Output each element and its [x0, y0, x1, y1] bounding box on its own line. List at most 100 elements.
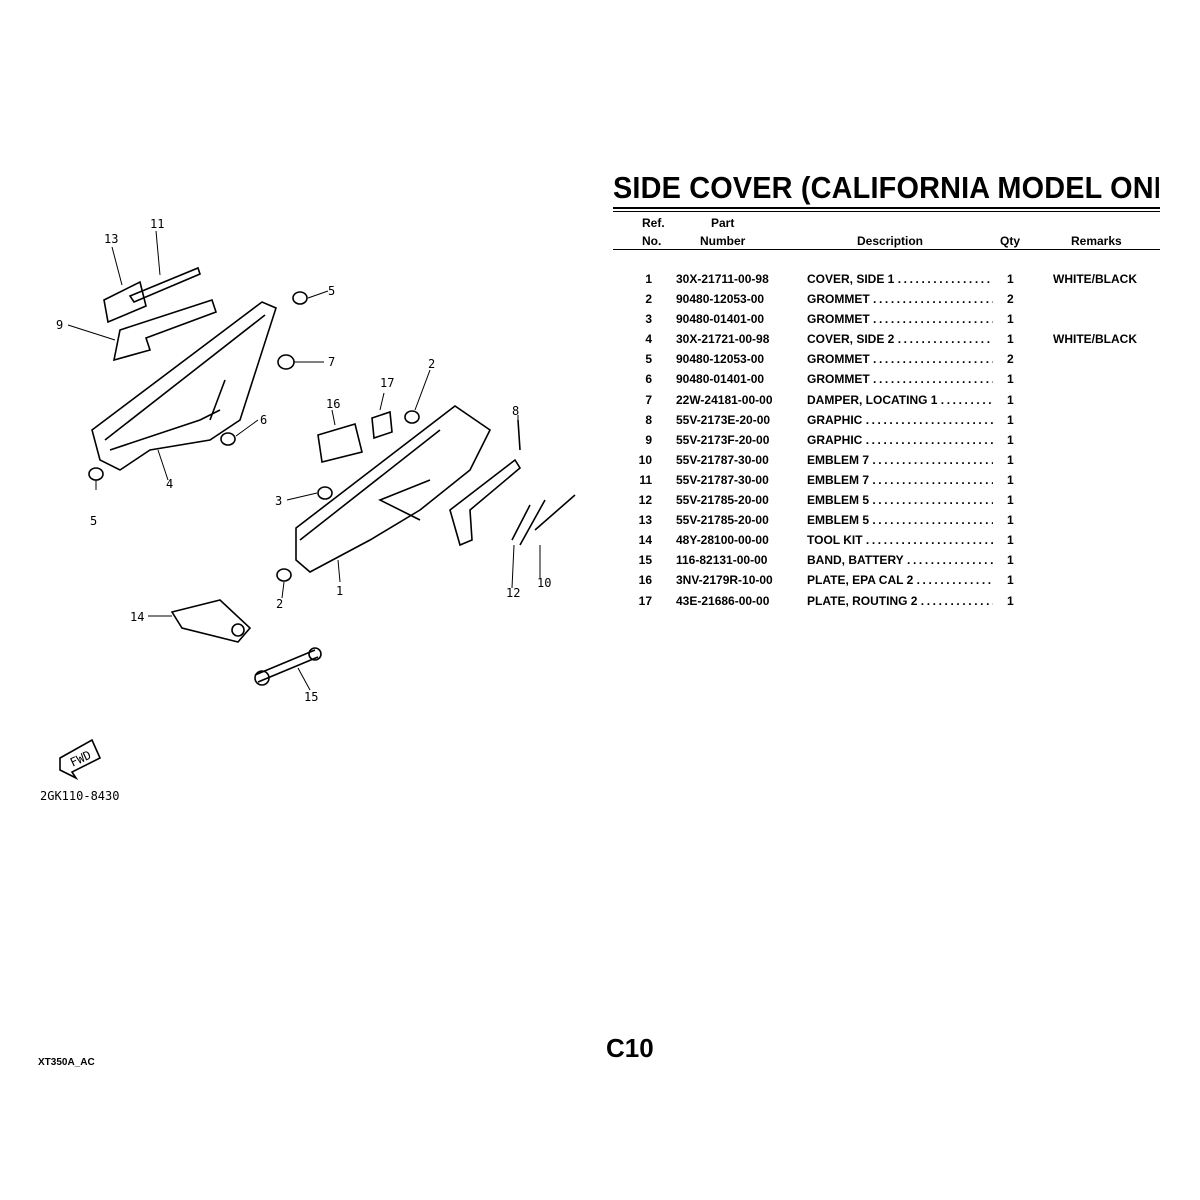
description-text: GRAPHIC — [807, 432, 863, 447]
callout-13: 13 — [104, 232, 118, 246]
quantity: 1 — [1007, 513, 1014, 528]
description-text: TOOL KIT — [807, 533, 863, 548]
quantity: 1 — [1007, 372, 1014, 387]
title-rule — [613, 211, 1160, 212]
ref-number: 4 — [645, 332, 652, 347]
callout-2: 2 — [428, 357, 435, 371]
cover-side-2-part — [91, 301, 277, 471]
part-number: 90480-12053-00 — [676, 352, 765, 367]
ref-number: 10 — [638, 452, 652, 467]
drawing-code: 2GK110-8430 — [40, 789, 119, 803]
leader-dots: ...................................... — [873, 292, 993, 307]
description-text: BAND, BATTERY — [807, 553, 904, 568]
table-row: 2 90480-12053-00 GROMMET ...............… — [630, 292, 1190, 312]
description: GROMMET ................................… — [807, 292, 993, 306]
quantity: 1 — [1007, 312, 1014, 327]
callout-9: 9 — [56, 318, 63, 332]
ref-number: 1 — [645, 272, 652, 286]
table-row: 8 55V-2173E-20-00 GRAPHIC ..............… — [630, 413, 1190, 433]
ref-number: 17 — [638, 593, 652, 608]
callout-5: 5 — [90, 514, 97, 528]
fwd-arrow-icon — [59, 738, 102, 781]
quantity: 1 — [1007, 272, 1014, 286]
ref-number: 9 — [645, 432, 652, 447]
table-row: 11 55V-21787-30-00 EMBLEM 7 ............… — [630, 473, 1190, 493]
leader-dots: ...................................... — [872, 452, 993, 467]
callout-4: 4 — [166, 477, 173, 491]
model-code: XT350A_AC — [38, 1057, 95, 1068]
part-number: 55V-2173F-20-00 — [676, 432, 770, 447]
description: GROMMET ................................… — [807, 352, 993, 366]
header-part: Part — [711, 216, 735, 230]
ref-number: 15 — [638, 553, 652, 568]
leader-dots: ...................................... — [873, 352, 993, 367]
quantity: 1 — [1007, 332, 1014, 347]
page-number: C10 — [606, 1033, 654, 1063]
quantity: 1 — [1007, 392, 1014, 407]
table-row: 9 55V-2173F-20-00 GRAPHIC ..............… — [630, 433, 1190, 453]
description: DAMPER, LOCATING 1 .....................… — [807, 393, 993, 407]
callout-10: 10 — [537, 576, 551, 590]
quantity: 1 — [1007, 412, 1014, 427]
leader-dots: ...................................... — [940, 392, 993, 407]
part-number: 90480-01401-00 — [676, 312, 765, 327]
part-number: 90480-12053-00 — [676, 292, 765, 307]
table-row: 7 22W-24181-00-00 DAMPER, LOCATING 1 ...… — [630, 393, 1190, 413]
description: COVER, SIDE 2 ..........................… — [807, 332, 993, 346]
description: EMBLEM 7 ...............................… — [807, 473, 993, 487]
description-text: COVER, SIDE 1 — [807, 272, 895, 286]
callout-16: 16 — [326, 397, 340, 411]
quantity: 1 — [1007, 573, 1014, 588]
callout-12: 12 — [506, 586, 520, 600]
emblem-350-part — [511, 494, 576, 546]
callout-6: 6 — [260, 413, 267, 427]
description-text: GROMMET — [807, 292, 870, 307]
part-number: 22W-24181-00-00 — [676, 392, 773, 407]
leader-dots: ...................................... — [873, 312, 993, 327]
ref-number: 12 — [638, 493, 652, 508]
description-text: EMBLEM 7 — [807, 472, 870, 487]
callout-8: 8 — [512, 404, 519, 418]
plate-17-part — [371, 410, 393, 440]
leader-dots: ...................................... — [920, 593, 993, 608]
description: EMBLEM 7 ...............................… — [807, 453, 993, 467]
callout-17: 17 — [380, 376, 394, 390]
description-text: GROMMET — [807, 352, 870, 367]
ref-number: 7 — [645, 392, 652, 407]
ref-number: 6 — [645, 372, 652, 387]
plate-16-part — [317, 422, 363, 463]
description-text: EMBLEM 5 — [807, 513, 870, 528]
table-row: 3 90480-01401-00 GROMMET ...............… — [630, 312, 1190, 332]
header-qty: Qty — [1000, 234, 1021, 248]
part-number: 43E-21686-00-00 — [676, 593, 770, 608]
description-text: PLATE, ROUTING 2 — [807, 593, 918, 608]
description-text: EMBLEM 7 — [807, 452, 870, 467]
callout-14: 14 — [130, 610, 144, 624]
description-text: COVER, SIDE 2 — [807, 332, 895, 347]
part-number: 116-82131-00-00 — [676, 553, 768, 568]
graphic-9-part — [112, 298, 218, 362]
header-no: No. — [642, 234, 662, 248]
description: COVER, SIDE 1 ..........................… — [807, 272, 993, 286]
leader-dots: ...................................... — [916, 573, 993, 588]
leader-lines — [67, 230, 541, 691]
ref-number: 14 — [638, 533, 652, 548]
leader-dots: ...................................... — [873, 372, 993, 387]
title-rule — [613, 207, 1160, 209]
remarks: WHITE/BLACK — [1053, 332, 1137, 347]
table-row: 10 55V-21787-30-00 EMBLEM 7 ............… — [630, 453, 1190, 473]
part-number: 30X-21721-00-98 — [676, 332, 770, 347]
callout-15: 15 — [304, 690, 318, 704]
part-number: 90480-01401-00 — [676, 372, 765, 387]
quantity: 1 — [1007, 533, 1014, 548]
leader-dots: ...................................... — [872, 513, 993, 528]
description: EMBLEM 5 ...............................… — [807, 493, 993, 507]
table-row: 6 90480-01401-00 GROMMET ...............… — [630, 372, 1190, 392]
leader-dots: ...................................... — [907, 553, 993, 568]
description: GRAPHIC ................................… — [807, 433, 993, 447]
table-row: 1 30X-21711-00-98 COVER, SIDE 1 ........… — [630, 272, 1190, 292]
table-row: 13 55V-21785-20-00 EMBLEM 5 ............… — [630, 513, 1190, 533]
table-row: 5 90480-12053-00 GROMMET ...............… — [630, 352, 1190, 372]
cover-side-1-part — [295, 405, 492, 573]
ref-number: 8 — [645, 412, 652, 427]
